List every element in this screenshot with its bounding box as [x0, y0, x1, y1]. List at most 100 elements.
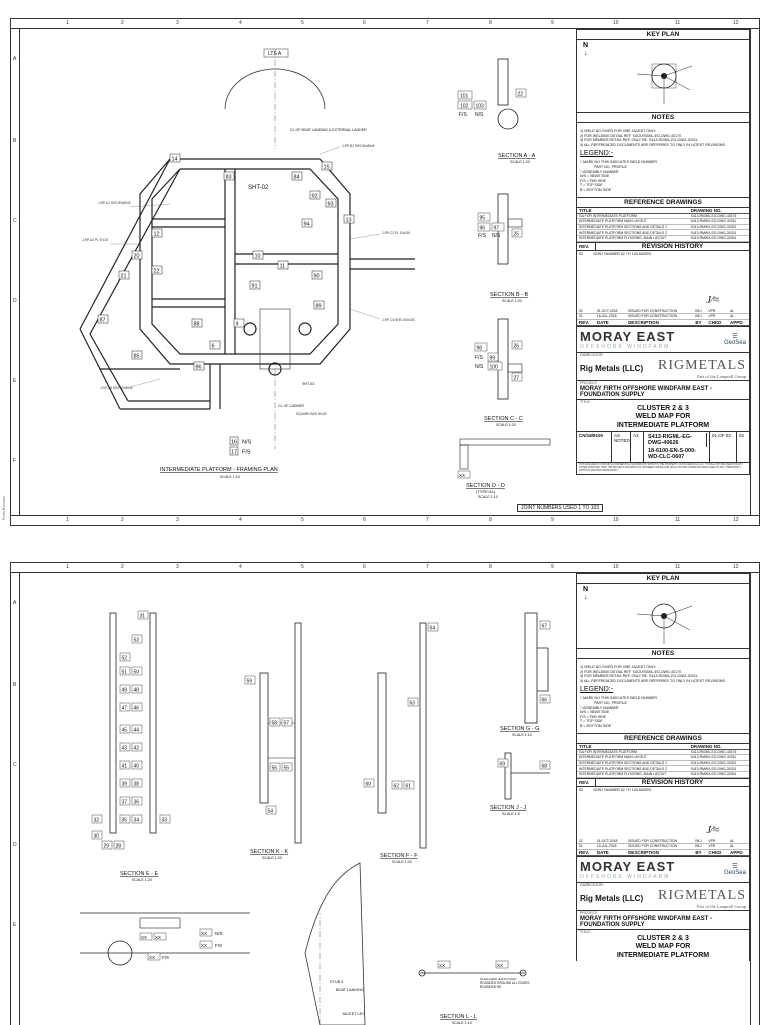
drawing-label: XX: [141, 935, 147, 940]
drawing-label: 61: [406, 784, 412, 790]
drawing-label: VPR: [706, 313, 728, 320]
drawing-label: 42: [134, 746, 140, 752]
drawing-label: TITLE: [577, 743, 689, 750]
drawing-label: AS NOTED: [612, 432, 631, 463]
drawing-label: AL: [727, 838, 749, 845]
drawing-label: 30: [94, 834, 100, 840]
weld-number: 86: [196, 365, 202, 371]
drawing-label: 02: [579, 787, 583, 792]
drawing-label: 6: [363, 564, 366, 570]
near-side-label: N/S: [475, 112, 484, 118]
drawing-label: 53: [134, 638, 140, 644]
drawing-label: 33: [162, 818, 168, 824]
svg-text:J-RP-A1 SHS 80x80x8: J-RP-A1 SHS 80x80x8: [98, 201, 131, 205]
drawing-label: SCALE 1:10: [512, 733, 532, 737]
drawing-label: SCALE 1:20: [502, 299, 522, 303]
drawing-title: CLUSTER 2 & 3 WELD MAP FOR INTERMEDIATE …: [577, 404, 749, 432]
drawing-label: REVISION HISTORY: [641, 778, 704, 786]
weld-number: 103: [476, 104, 485, 110]
drawing-label: E: [13, 922, 17, 928]
framing-plan-area: LTS A CL OF BOAT LANDING & EXTERNAL LADD…: [20, 29, 575, 515]
drawing-label: KEY PLAN: [577, 574, 749, 584]
title-block-1: KEY PLAN N ↓ NOTES 1) WELD NO GIVEN FOR …: [576, 29, 750, 475]
drawing-label: SECTION A - A: [498, 153, 536, 159]
drawing-label: 4) ALL REFERENCED DOCUMENTS ARE REFERRED…: [580, 678, 726, 683]
signature-icon: J∕≈: [706, 823, 719, 836]
document-number-row: CN/18/9100 AS NOTED A3 S413-RIGML-EG-DWG…: [577, 431, 749, 463]
drawing-label: 36: [134, 800, 140, 806]
ruler-letter: C: [13, 218, 17, 224]
far-side-label: F/S: [459, 112, 467, 118]
section-d-d: XX SECTION D - D (TYPICAL) SCALE 1:10: [457, 438, 551, 499]
svg-text:J-RP-B2 SHS 80x80x8: J-RP-B2 SHS 80x80x8: [342, 144, 375, 148]
ruler-letter: E: [13, 378, 17, 384]
drawing-label: S413-RMWX-EG-DWG-30311: [688, 218, 749, 225]
ruler-letter: F: [13, 458, 17, 464]
drawing-label: 1) WELD NO GIVEN FOR ONE JACKET ONLY.: [580, 665, 657, 669]
drawing-label: REV.: [577, 242, 596, 250]
near-side-label: N/S: [475, 364, 484, 370]
drawing-label: INTERMEDIATE PLATFORM SECTIONS AND DETAI…: [577, 765, 689, 772]
drawing-label: 01: [577, 843, 595, 850]
section-b-b: 95 96 97 F/S N/S 25 SECTION B - B SCALE …: [477, 193, 529, 303]
drawing-label: CLUSTER 2 & 3: [637, 934, 689, 942]
drawing-label: PROJECT:: [580, 380, 598, 385]
drawing-label: B = BOTTOM SIDE: [580, 723, 612, 728]
weld-number: 17: [231, 450, 237, 456]
drawing-label: PART NO. PROFILE: [594, 700, 627, 705]
drawing-label: SECTION E - E: [120, 871, 159, 877]
drawing-label: XX: [439, 963, 445, 968]
drawing-label: A3: [631, 432, 644, 463]
drawing-label: 10: [613, 564, 619, 570]
note-item: 1) WELD NO GIVEN FOR ONE JACKET ONLY.: [580, 129, 657, 133]
section-c-c: 98 F/S 99 N/S 100 26 27 SECTION C - C SC…: [474, 318, 523, 427]
drawing-label: CHKD: [706, 319, 728, 326]
plan-scale: SCALE 1:15: [220, 475, 240, 479]
drawing-label: APPD: [727, 849, 749, 856]
drawing-label: 66: [542, 698, 548, 704]
drawing-label: 60: [366, 782, 372, 788]
drawing-label: 3: [176, 564, 179, 570]
weld-number: 91: [252, 284, 258, 290]
drawing-label: SCALE 1:10: [452, 1021, 472, 1025]
weld-number: 6: [212, 344, 215, 350]
drawing-label: S413-RMWX-EG-DWG-30331: [688, 765, 749, 772]
drawing-label: 4: [239, 564, 242, 570]
legend-item: B = BOTTOM SIDE: [580, 187, 612, 192]
legend-title: LEGEND:-: [580, 150, 614, 158]
north-label: N: [583, 42, 589, 49]
joint-numbers-note: JOINT NUMBERS USED 1 TO 103: [517, 504, 604, 512]
near-side-label: N/S: [492, 233, 501, 239]
weld-number: 21: [121, 274, 127, 280]
drawing-label: 59: [247, 679, 253, 685]
drawing-label: XX: [459, 473, 465, 478]
drawing-label: VPR: [706, 843, 728, 850]
margin-text: Prints Brochure: [2, 495, 6, 520]
drawing-label: 1: [66, 517, 69, 523]
drawing-label: 3) FOR MEMBER DETAIL REF. ONLY RE. S413-…: [580, 674, 699, 679]
drawing-label: STUB 3: [330, 980, 343, 984]
sections-area: 31 53 52 51 50 49 48 47 46 45 44 43 42 4…: [20, 573, 575, 1025]
drawing-label: 02: [577, 838, 595, 845]
drawing-label: REVISION HISTORY: [641, 242, 704, 250]
drawing-label: REV.: [577, 778, 596, 786]
north-arrow-icon: ↓: [584, 50, 588, 57]
ruler-number: 6: [363, 20, 366, 26]
drawing-label: 11: [675, 517, 681, 523]
weld-number: 15: [324, 165, 330, 171]
key-plan-section: KEY PLAN N ↓: [577, 30, 749, 113]
drawing-label: OFFSHORE WINDFARM: [580, 343, 671, 350]
weld-number: 27: [514, 376, 520, 382]
ruler-letter: A: [13, 56, 17, 62]
key-plan-diagram: [636, 63, 693, 104]
drawing-label: S413-RIGML-EG-DWG-40176: [688, 749, 749, 756]
drawing-label: 58: [272, 721, 278, 727]
drawing-label: SECTION B - B: [490, 292, 529, 298]
reference-heading: REFERENCE DRAWINGS: [577, 198, 749, 208]
drawing-label: 48: [134, 688, 140, 694]
drawing-label: 15-JUL-2018: [594, 313, 627, 320]
geosea-logo: ☰GeoSea: [723, 863, 746, 876]
drawing-label: MORAY FIRTH OFFSHORE WINDFARM EAST - FOU…: [580, 915, 712, 928]
